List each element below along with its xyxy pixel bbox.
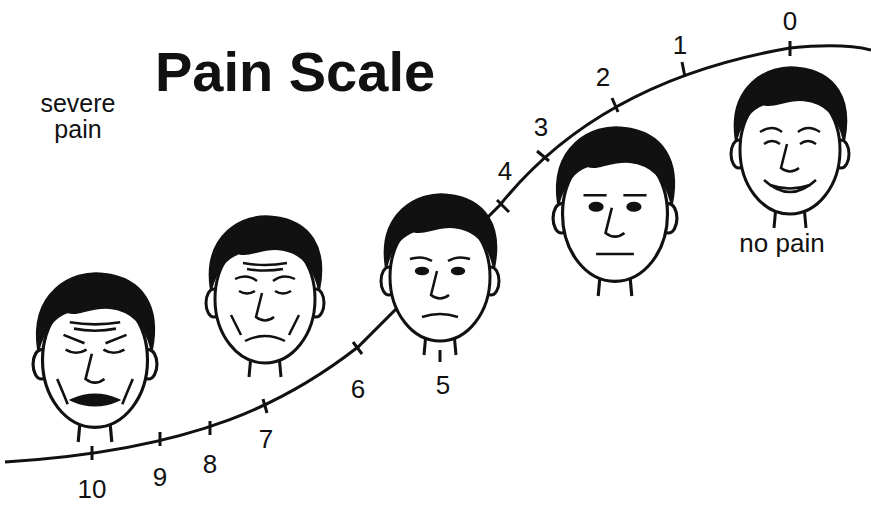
scale-number: 0 [783, 8, 797, 35]
scale-number: 8 [203, 451, 217, 478]
scale-number: 7 [259, 426, 273, 453]
scale-number: 9 [153, 464, 167, 491]
scale-number: 3 [534, 114, 548, 141]
scale-number: 6 [351, 376, 365, 403]
scale-number: 2 [596, 64, 610, 91]
scale-number: 4 [498, 158, 512, 185]
diagram-title: Pain Scale [155, 43, 435, 102]
scale-number: 1 [673, 32, 687, 59]
scale-number: 5 [436, 372, 450, 399]
scale-end-label: no pain [739, 230, 824, 257]
scale-end-label: severe pain [23, 90, 133, 143]
scale-number: 10 [78, 476, 107, 503]
